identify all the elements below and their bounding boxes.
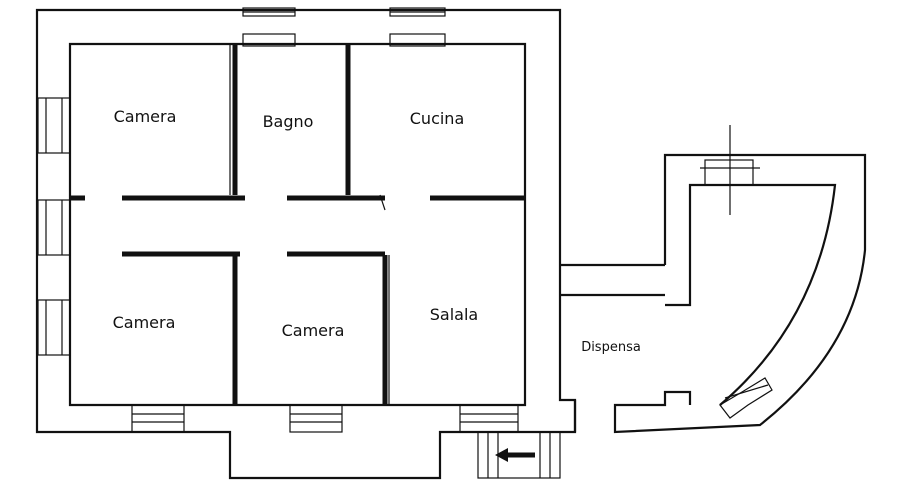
corridor [560,263,665,432]
interior-walls [70,44,525,405]
room-label-bagno: Bagno [263,112,314,131]
outer-wall [35,8,577,480]
room-label-camera-top-left: Camera [114,107,177,126]
room-label-dispensa: Dispensa [581,340,641,355]
room-label-cucina: Cucina [410,109,465,128]
entrance-steps [477,431,561,479]
room-label-salala: Salala [430,305,478,324]
windows [37,7,519,433]
dispensa-annex [613,125,867,434]
room-label-camera-bottom-left: Camera [113,313,176,332]
room-label-camera-bottom-middle: Camera [282,321,345,340]
